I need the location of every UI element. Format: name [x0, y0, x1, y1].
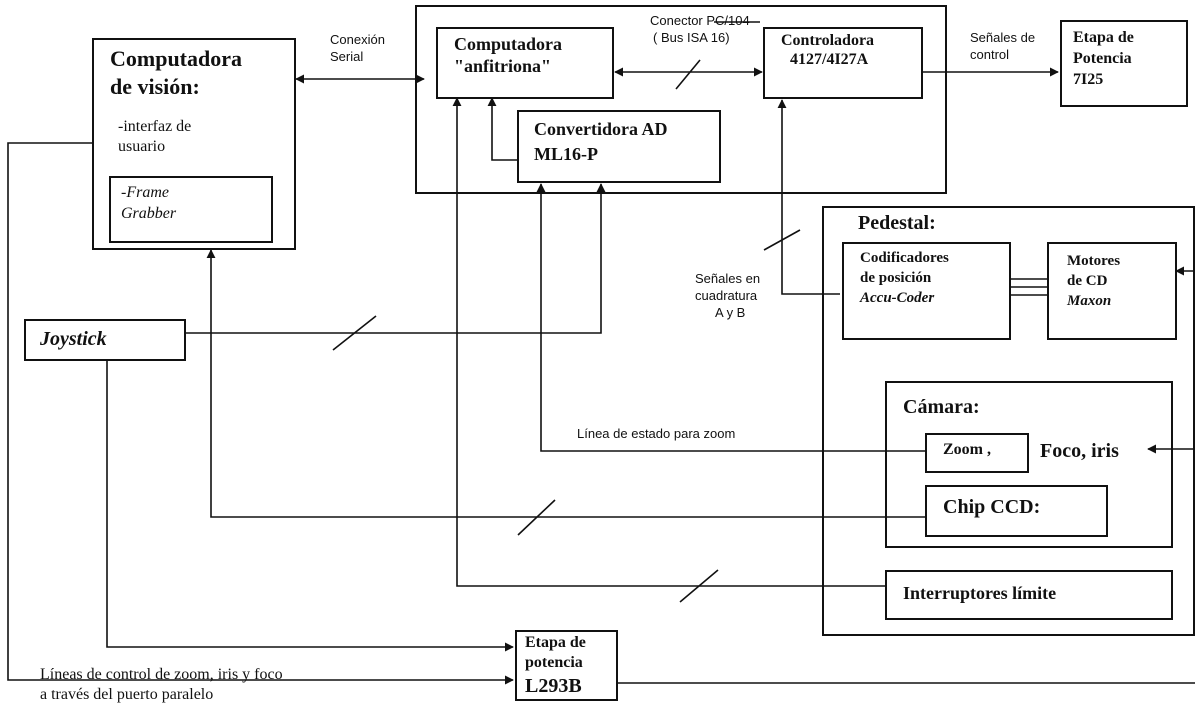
motors-label-1: Motores [1067, 253, 1121, 269]
serial-label-1: Conexión [330, 32, 385, 47]
vision-computer-title-2: de visión: [110, 74, 200, 99]
quadrature-label-1: Señales en [695, 271, 761, 286]
focus-iris-label: Foco, iris [1040, 440, 1119, 462]
power-stage-7i25-label-1: Etapa de [1073, 29, 1134, 46]
vision-computer-block [92, 38, 296, 250]
controller-label-2: 4127/4I27A [790, 51, 869, 68]
encoders-label-2: de posición [860, 270, 932, 286]
power-stage-l293b-label-2: potencia [525, 654, 583, 671]
frame-grabber-block [109, 176, 273, 243]
motors-block [1047, 242, 1177, 340]
limit-switches-label: Interruptores límite [903, 583, 1057, 603]
encoders-label-1: Codificadores [860, 250, 949, 266]
joystick-to-adc-line [186, 183, 606, 334]
pc104-stack-frame [415, 5, 947, 194]
encoders-block [842, 242, 1011, 340]
zoom-status-line [536, 183, 925, 452]
controller-block [763, 27, 923, 99]
pedestal-frame [822, 206, 1195, 636]
frame-grabber-label-1: -Frame [121, 184, 169, 201]
control-signals-label-2: control [970, 47, 1010, 62]
bottom-note-line-2: a través del puerto paralelo [40, 686, 214, 703]
power-stage-7i25-label-2: Potencia [1073, 50, 1132, 67]
user-interface-item-1: -interfaz de [118, 118, 192, 135]
ccd-bus-slash [517, 499, 556, 536]
quadrature-line [777, 99, 840, 295]
joystick-block [24, 319, 186, 361]
adc-to-host-line [487, 97, 517, 161]
host-computer-label-2: "anfitriona" [454, 56, 551, 76]
power-stage-7i25-label-3: 7I25 [1073, 71, 1104, 88]
zoom-block [925, 433, 1029, 473]
joystick-label: Joystick [40, 328, 107, 350]
adc-label-2: ML16-P [534, 144, 598, 164]
encoders-label-3: Accu-Coder [860, 290, 935, 306]
chip-ccd-label: Chip CCD: [943, 496, 1041, 518]
bottom-note-line-1: Líneas de control de zoom, iris y foco [40, 666, 283, 683]
parallel-port-line [7, 142, 514, 685]
control-signals-label-1: Señales de [970, 30, 1036, 45]
camera-frame [885, 381, 1173, 548]
host-computer-label-1: Computadora [454, 34, 563, 54]
ccd-video-line [206, 249, 925, 518]
power-stage-7i25-block [1060, 20, 1188, 107]
adc-block [517, 110, 721, 183]
limit-switch-line [452, 97, 885, 587]
motors-label-3: Maxon [1067, 293, 1112, 309]
limit-switch-slash [679, 569, 719, 603]
serial-label-2: Serial [330, 49, 364, 64]
power-stage-l293b-block [515, 630, 618, 701]
user-interface-item-2: usuario [118, 138, 166, 155]
pedestal-title: Pedestal: [858, 212, 936, 234]
quadrature-label-3: A y B [715, 305, 746, 320]
pc104-label-2: ( Bus ISA 16) [653, 30, 730, 45]
pc104-bus-slash [675, 59, 701, 90]
controller-label-1: Controladora [781, 32, 875, 49]
adc-label-1: Convertidora AD [534, 119, 668, 139]
chip-ccd-block [925, 485, 1108, 537]
power-stage-l293b-label-3: L293B [525, 675, 582, 697]
pc104-label-1: Conector PC/104 [650, 13, 750, 28]
camera-title: Cámara: [903, 396, 980, 418]
zoom-status-label: Línea de estado para zoom [577, 426, 736, 441]
frame-grabber-label-2: Grabber [121, 205, 177, 222]
zoom-label: Zoom , [943, 441, 991, 458]
quadrature-label-2: cuadratura [695, 288, 758, 303]
quadrature-slash [763, 229, 801, 251]
limit-switches-block [885, 570, 1173, 620]
joystick-to-l293b-line [106, 361, 514, 652]
joystick-bus-slash [332, 315, 377, 351]
host-computer-block [436, 27, 614, 99]
power-stage-l293b-label-1: Etapa de [525, 634, 586, 651]
motors-label-2: de CD [1067, 273, 1108, 289]
vision-computer-title-1: Computadora [110, 46, 243, 71]
